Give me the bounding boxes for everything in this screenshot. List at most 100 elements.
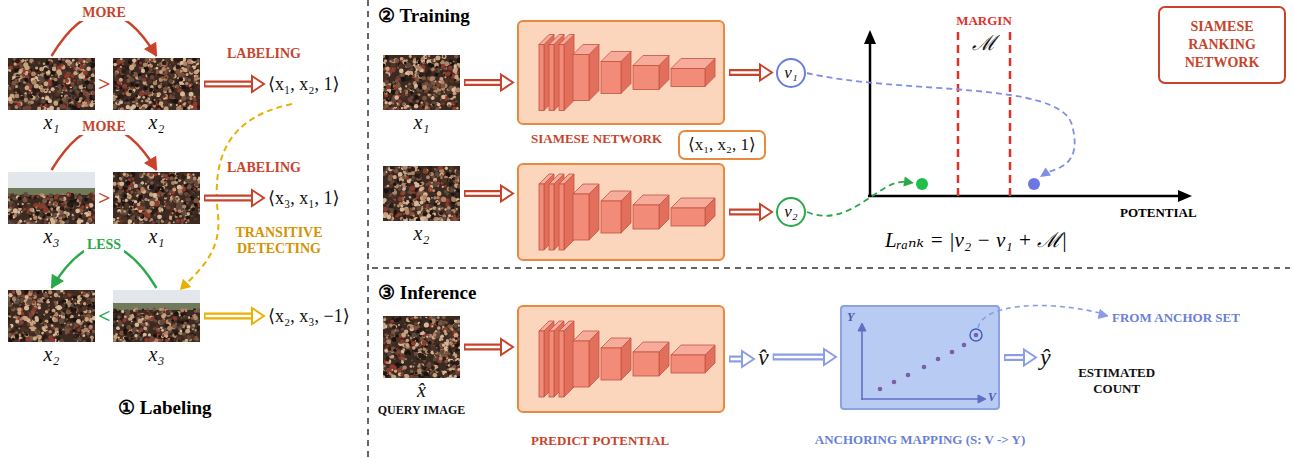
photo-head: [156, 220, 161, 225]
photo-head: [54, 201, 58, 205]
photo-head: [164, 183, 166, 185]
photo-head: [77, 197, 82, 202]
photo-head: [117, 217, 120, 220]
crowd-photo: [8, 58, 95, 110]
photo-head: [125, 181, 130, 186]
photo-head: [44, 104, 47, 107]
image-caption: x₃: [44, 224, 60, 248]
photo-head: [198, 196, 200, 198]
photo-head: [64, 63, 66, 65]
photo-head: [78, 193, 81, 196]
arrow-head: [252, 308, 264, 324]
photo-head: [119, 216, 121, 218]
photo-head: [185, 82, 189, 86]
photo-head: [180, 84, 182, 86]
arrow-head: [252, 76, 264, 92]
photo-head: [74, 195, 77, 198]
photo-head: [83, 71, 88, 76]
photo-head: [162, 189, 165, 192]
photo-head: [143, 211, 147, 215]
photo-head: [49, 201, 51, 203]
photo-head: [22, 59, 25, 62]
photo-head: [44, 67, 48, 71]
photo-head: [70, 74, 74, 78]
crowd-photo: [113, 172, 200, 224]
photo-head: [62, 215, 65, 218]
photo-head: [198, 209, 200, 211]
photo-head: [133, 89, 136, 92]
photo-head: [68, 104, 71, 107]
photo-head: [53, 90, 55, 92]
photo-head: [120, 107, 124, 110]
photo-head: [87, 84, 92, 89]
arrow-shaft-inner: [466, 346, 506, 349]
photo-head: [130, 98, 132, 100]
photo-head: [196, 214, 198, 216]
crowd-photo: [8, 290, 95, 342]
photo-head: [49, 83, 52, 86]
photo-head: [158, 85, 162, 89]
photo-head: [19, 75, 21, 77]
photo-head: [122, 59, 125, 62]
photo-head: [53, 101, 58, 106]
photo-head: [50, 316, 52, 318]
photo-head: [190, 212, 193, 215]
photo-head: [9, 86, 13, 90]
photo-head: [164, 71, 167, 74]
photo-head: [128, 219, 133, 224]
photo-head: [77, 81, 81, 85]
photo-head: [172, 96, 175, 99]
photo-head: [8, 87, 11, 90]
arrow-head: [501, 186, 513, 202]
photo-head: [146, 100, 148, 102]
photo-head: [119, 88, 121, 90]
photo-head: [61, 92, 63, 94]
photo-head: [173, 221, 175, 223]
connector: [204, 76, 264, 92]
photo-head: [151, 108, 154, 110]
photo-head: [197, 174, 199, 176]
photo-head: [133, 207, 135, 209]
photo-head: [39, 81, 41, 83]
arrow-head: [145, 156, 157, 170]
photo-head: [175, 69, 180, 74]
photo-head: [140, 187, 145, 192]
photo-head: [150, 64, 153, 67]
arrow-head: [824, 349, 836, 365]
photo-head: [194, 203, 198, 207]
photo-head: [176, 172, 179, 175]
photo-head: [129, 212, 131, 214]
photo-head: [62, 221, 65, 224]
photo-head: [57, 84, 61, 88]
photo-head: [53, 81, 57, 85]
photo-head: [77, 69, 81, 73]
photo-head: [20, 64, 24, 68]
photo-head: [70, 209, 72, 211]
photo-head: [50, 207, 53, 210]
photo-head: [88, 218, 92, 222]
photo-head: [77, 199, 80, 202]
photo-head: [195, 77, 199, 81]
photo-head: [126, 220, 128, 222]
photo-head: [169, 60, 171, 62]
photo-head: [122, 92, 125, 95]
photo-head: [197, 188, 200, 191]
photo-head: [8, 221, 13, 224]
photo-head: [122, 217, 127, 222]
photo-head: [56, 69, 61, 74]
photo-head: [169, 79, 173, 83]
photo-head: [171, 70, 175, 74]
photo-head: [12, 60, 14, 62]
photo-head: [141, 100, 143, 102]
photo-head: [169, 80, 173, 84]
photo-head: [11, 203, 15, 207]
panel-divider: [372, 267, 1290, 269]
photo-head: [24, 98, 28, 102]
photo-head: [83, 60, 86, 63]
photo-head: [54, 102, 59, 107]
photo-head: [51, 220, 55, 224]
photo-head: [173, 99, 178, 104]
connector: [729, 65, 772, 81]
photo-head: [164, 107, 169, 110]
photo-head: [37, 74, 39, 76]
